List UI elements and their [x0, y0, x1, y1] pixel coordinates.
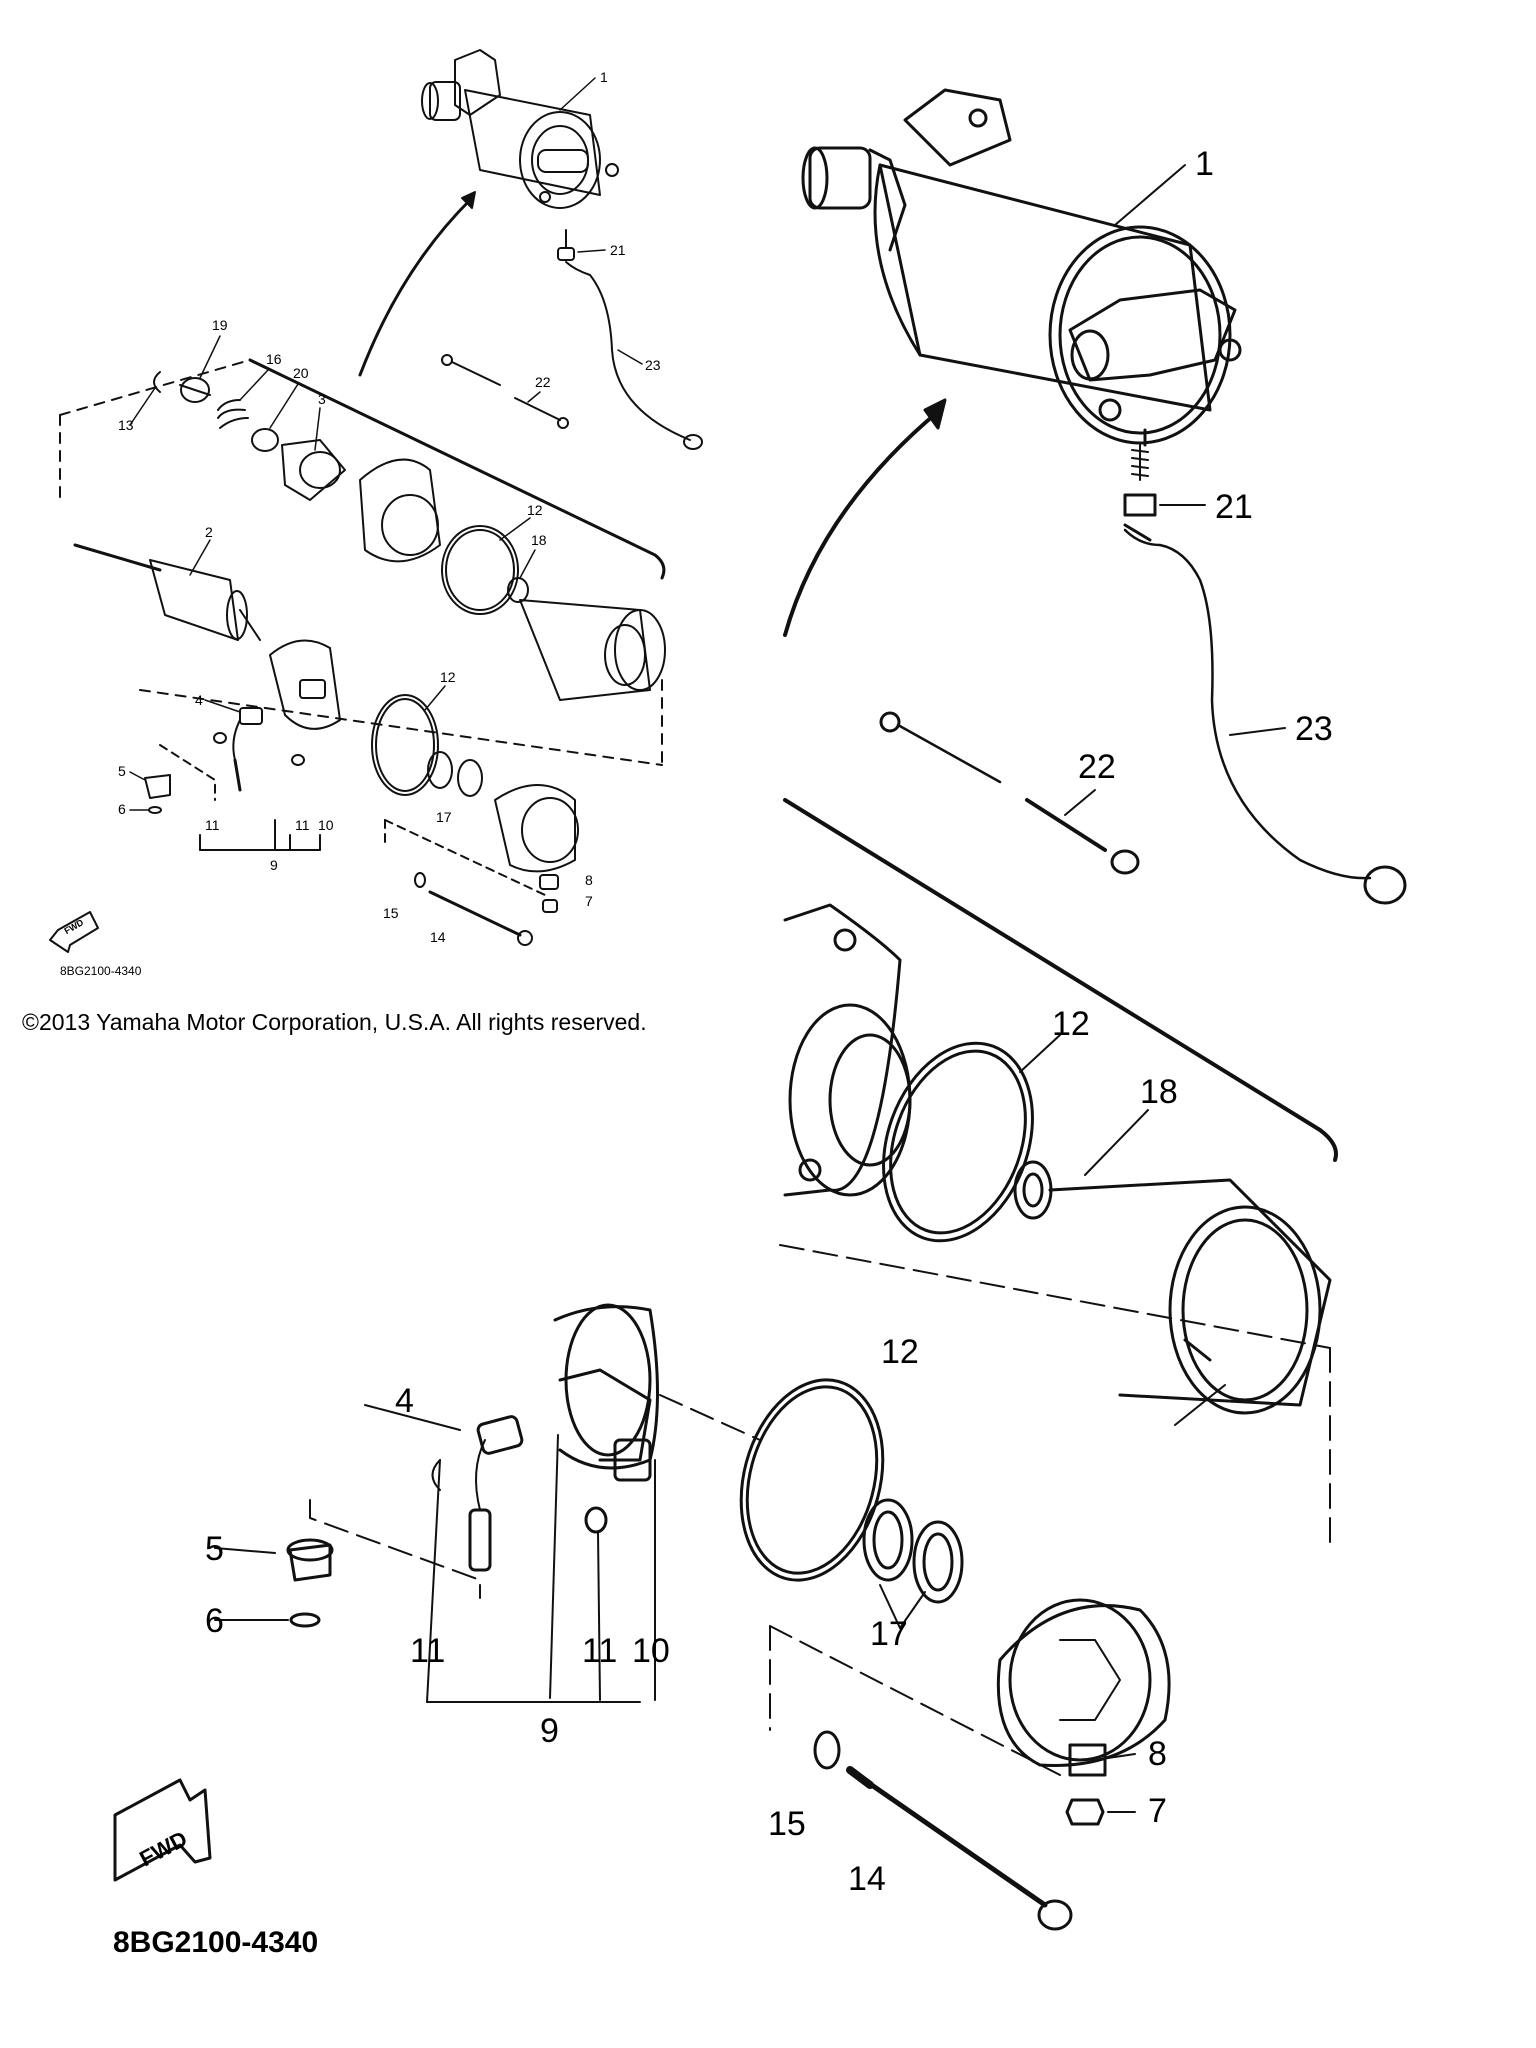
svg-text:12: 12: [440, 669, 456, 685]
svg-text:18: 18: [1140, 1073, 1178, 1111]
svg-text:FWD: FWD: [62, 917, 85, 936]
svg-text:11: 11: [205, 817, 220, 833]
svg-text:14: 14: [430, 929, 446, 945]
svg-text:11: 11: [582, 1632, 617, 1670]
svg-text:15: 15: [383, 905, 399, 921]
small-assembly-arrow: [358, 198, 472, 377]
svg-text:13: 13: [118, 417, 134, 433]
svg-text:7: 7: [1148, 1792, 1167, 1830]
small-labels: 1 2 3 4 5 6 7 8 9 10 11 11 12 12 13 14 1…: [60, 69, 661, 978]
svg-text:23: 23: [645, 357, 661, 373]
svg-text:14: 14: [848, 1860, 886, 1898]
small-diagram-code: 8BG2100-4340: [60, 964, 142, 978]
svg-text:18: 18: [531, 532, 547, 548]
svg-text:5: 5: [118, 763, 126, 779]
svg-text:17: 17: [870, 1615, 908, 1653]
svg-text:7: 7: [585, 893, 593, 909]
svg-text:17: 17: [436, 809, 452, 825]
svg-text:23: 23: [1295, 710, 1333, 748]
svg-text:5: 5: [205, 1530, 224, 1568]
small-starter-motor: [421, 49, 619, 209]
small-wire-22: [441, 354, 569, 429]
svg-text:9: 9: [540, 1712, 559, 1750]
svg-text:1: 1: [1195, 145, 1214, 183]
large-fwd-arrow-icon: [113, 1778, 212, 1882]
copyright-notice: ©2013 Yamaha Motor Corporation, U.S.A. A…: [22, 1009, 647, 1035]
svg-text:22: 22: [1078, 748, 1116, 786]
svg-text:10: 10: [318, 817, 334, 833]
svg-text:6: 6: [118, 801, 126, 817]
svg-text:1: 1: [600, 69, 608, 85]
svg-text:4: 4: [195, 692, 203, 708]
svg-text:3: 3: [318, 391, 326, 407]
small-fwd-arrow-icon: [49, 911, 99, 953]
svg-text:11: 11: [410, 1632, 445, 1670]
large-assembly-arrow: [783, 408, 942, 637]
svg-text:11: 11: [295, 817, 310, 833]
svg-text:20: 20: [293, 365, 309, 381]
large-diagram: [113, 88, 1407, 1931]
small-diagram: [49, 49, 703, 953]
svg-text:12: 12: [881, 1333, 919, 1371]
svg-text:8: 8: [1148, 1735, 1167, 1773]
large-diagram-code: 8BG2100-4340: [113, 1926, 318, 1959]
svg-text:8: 8: [585, 872, 593, 888]
svg-text:22: 22: [535, 374, 551, 390]
large-starter-motor: [801, 88, 1242, 447]
svg-text:4: 4: [395, 1382, 414, 1420]
svg-text:12: 12: [527, 502, 543, 518]
large-fwd-label: FWD: [135, 1826, 191, 1872]
svg-text:10: 10: [632, 1632, 670, 1670]
svg-text:21: 21: [1215, 488, 1253, 526]
svg-text:15: 15: [768, 1805, 806, 1843]
svg-text:21: 21: [610, 242, 626, 258]
svg-text:9: 9: [270, 857, 278, 873]
svg-text:12: 12: [1052, 1005, 1090, 1043]
svg-text:19: 19: [212, 317, 228, 333]
large-labels: 1 21 23 22 12 18 12 4 5 6 11 11 10 9 17 …: [113, 145, 1333, 1959]
svg-text:2: 2: [205, 524, 213, 540]
svg-text:6: 6: [205, 1602, 224, 1640]
small-lead-wire: [557, 229, 703, 450]
svg-text:16: 16: [266, 351, 282, 367]
